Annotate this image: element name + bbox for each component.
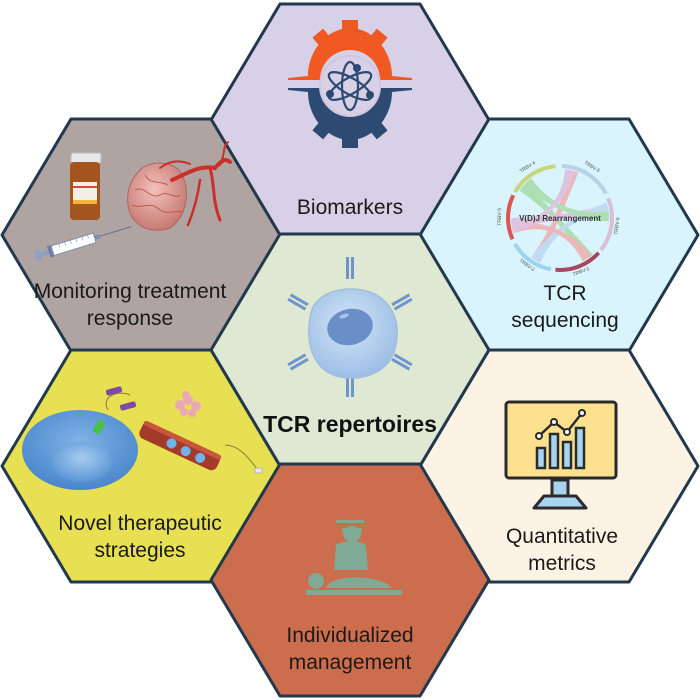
hexagon-label-top: Biomarkers	[297, 196, 403, 219]
hexagon-label-upper-left: Monitoring treatment response	[34, 280, 227, 330]
label-line: TCR	[543, 282, 586, 305]
blood-vessel-icon	[139, 420, 222, 471]
chord-ribbon	[531, 202, 609, 263]
chord-label: TRBV-6	[613, 217, 621, 235]
monitor-bars	[535, 426, 586, 470]
label-line: management	[289, 651, 412, 674]
chord-segment-trbv-1	[555, 251, 601, 272]
label-line: Individualized	[286, 624, 413, 647]
chord-label: TRBV-3	[497, 208, 503, 226]
cell-nucleus	[327, 308, 373, 346]
tumor-cluster-icon	[175, 391, 201, 417]
hexagon-label-lower-left: Novel therapeutic strategies	[58, 512, 221, 562]
chord-segment-trbv-2	[513, 242, 552, 272]
chord-segment-trbv-5	[561, 164, 608, 195]
label-line: sequencing	[511, 309, 618, 332]
monitor-chart-icon	[504, 400, 618, 510]
label-line: metrics	[528, 552, 596, 575]
receptor-icons	[287, 257, 413, 397]
label-line: TCR repertoires	[263, 411, 437, 437]
label-line: Biomarkers	[297, 196, 403, 219]
cell-vessel-therapy-icon	[22, 386, 263, 490]
chord-segment-trbv-3	[506, 194, 516, 240]
label-line: response	[87, 307, 173, 330]
chord-ribbon	[523, 178, 609, 222]
hexagon-label-bottom: Individualized management	[286, 624, 413, 674]
label-line: Novel therapeutic	[58, 512, 221, 535]
tumor-icon	[127, 141, 232, 231]
chord-segment-trbv-6	[599, 197, 614, 252]
label-line: Quantitative	[506, 525, 618, 548]
doctor-patient-icon	[306, 520, 402, 595]
chord-title: V(D)J Rearrangement	[519, 214, 601, 223]
label-line: Monitoring treatment	[34, 280, 227, 303]
hexagon-label-lower-right: Quantitative metrics	[506, 525, 618, 575]
chord-ribbon	[511, 169, 576, 234]
t-cell-icon	[287, 257, 413, 397]
drug-tumor-syringe-icon	[34, 141, 232, 261]
hexagon-label-center: TCR repertoires	[263, 411, 437, 437]
label-line: strategies	[94, 539, 185, 562]
syringe-icon	[34, 226, 132, 261]
hexagon-label-upper-right: TCR sequencing	[511, 282, 618, 332]
gear-atom-icon	[288, 20, 412, 148]
medicine-bottle-icon	[70, 152, 102, 220]
chord-segment-trbv-4	[513, 164, 556, 194]
